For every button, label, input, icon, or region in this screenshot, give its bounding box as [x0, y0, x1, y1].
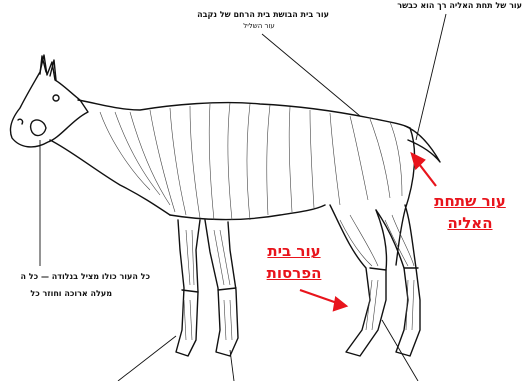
label-tail-skin-top: עור של תחת האליה רך הוא כבשר: [372, 1, 522, 10]
label-under-tail-skin-cont: האליה: [420, 212, 520, 234]
hoof-band-2: [218, 288, 236, 290]
leader-bottom-left: [118, 336, 176, 381]
label-hoof-skin: עור בית: [254, 240, 334, 262]
neck-back: [78, 100, 410, 128]
label-reproductive-skin: עור בית הבושת בית הרחם של נקבה: [184, 10, 342, 19]
tail: [405, 126, 440, 162]
label-hoof-skin-cont: הפרסות: [254, 262, 334, 284]
eye: [53, 95, 59, 101]
label-whole-skin: כל העור כולו מציל בנלודה — כל ה: [0, 272, 150, 281]
hoof-band-3: [370, 268, 386, 270]
beard: [31, 120, 47, 135]
nostril: [18, 119, 23, 124]
neck-front: [50, 140, 170, 215]
label-whole-skin-cont: מעלה ארוכה וחוזר כל: [0, 289, 112, 298]
leader-lines: [40, 14, 446, 381]
leader-top-right: [416, 14, 446, 140]
head-outline: [10, 55, 88, 147]
belly: [170, 205, 325, 220]
leader-top-center: [262, 34, 360, 116]
leader-bottom-center: [230, 350, 234, 381]
muscle-lines: [100, 103, 414, 340]
front-leg-1: [176, 220, 200, 356]
label-under-tail-skin: עור שתחת: [420, 190, 520, 212]
arrow-hoof-shaft: [300, 290, 340, 304]
label-fetus-skin: עור השליל: [224, 22, 294, 30]
arrow-hoof-head: [334, 298, 346, 310]
